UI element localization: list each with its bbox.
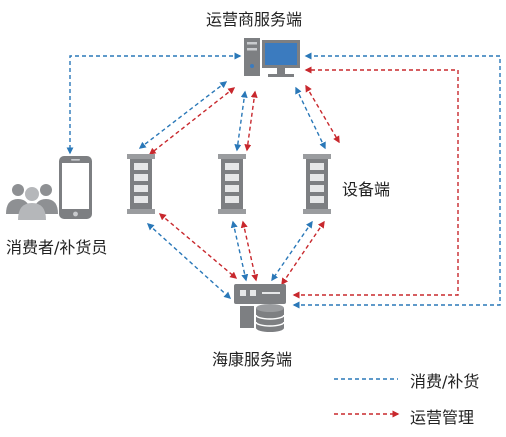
arrow-hk-operator-red	[292, 66, 459, 299]
arrow-rack-mid-hk-red	[240, 220, 259, 282]
database-server-icon	[234, 284, 286, 332]
arrow-operator-rack-right-red	[305, 84, 340, 144]
arrow-operator-consumer	[66, 52, 242, 155]
arrow-operator-rack-left-red	[148, 87, 236, 155]
arrow-operator-rack-right-blue	[295, 86, 326, 150]
arrow-rack-left-hk-red	[158, 213, 238, 279]
arrow-operator-rack-left-blue	[138, 81, 228, 149]
arrow-rack-mid-hk-blue	[230, 220, 249, 282]
connections	[66, 52, 501, 309]
smartphone-icon	[59, 156, 92, 219]
device-end-label: 设备端	[342, 180, 391, 199]
operator-server-label: 运营商服务端	[206, 10, 303, 29]
arrow-rack-right-hk-blue	[271, 220, 313, 282]
arrow-operator-rack-mid-red	[244, 90, 258, 152]
server-rack-icon	[127, 154, 155, 214]
users-group-icon	[6, 184, 58, 220]
legend-label-consume-replenish: 消费/补货	[410, 372, 480, 391]
server-rack-icon	[218, 154, 246, 214]
desktop-computer-icon	[244, 38, 300, 77]
arrow-rack-left-hk-blue	[146, 223, 232, 299]
arrow-hk-operator-blue	[292, 52, 501, 309]
arrow-operator-rack-mid-blue	[234, 90, 248, 152]
hikvision-server-label: 海康服务端	[212, 350, 293, 369]
legend	[334, 378, 400, 418]
server-rack-icon	[303, 154, 331, 214]
legend-label-operation-management: 运营管理	[410, 408, 475, 427]
consumer-label: 消费者/补货员	[6, 238, 108, 257]
arrow-rack-right-hk-red	[281, 220, 325, 286]
